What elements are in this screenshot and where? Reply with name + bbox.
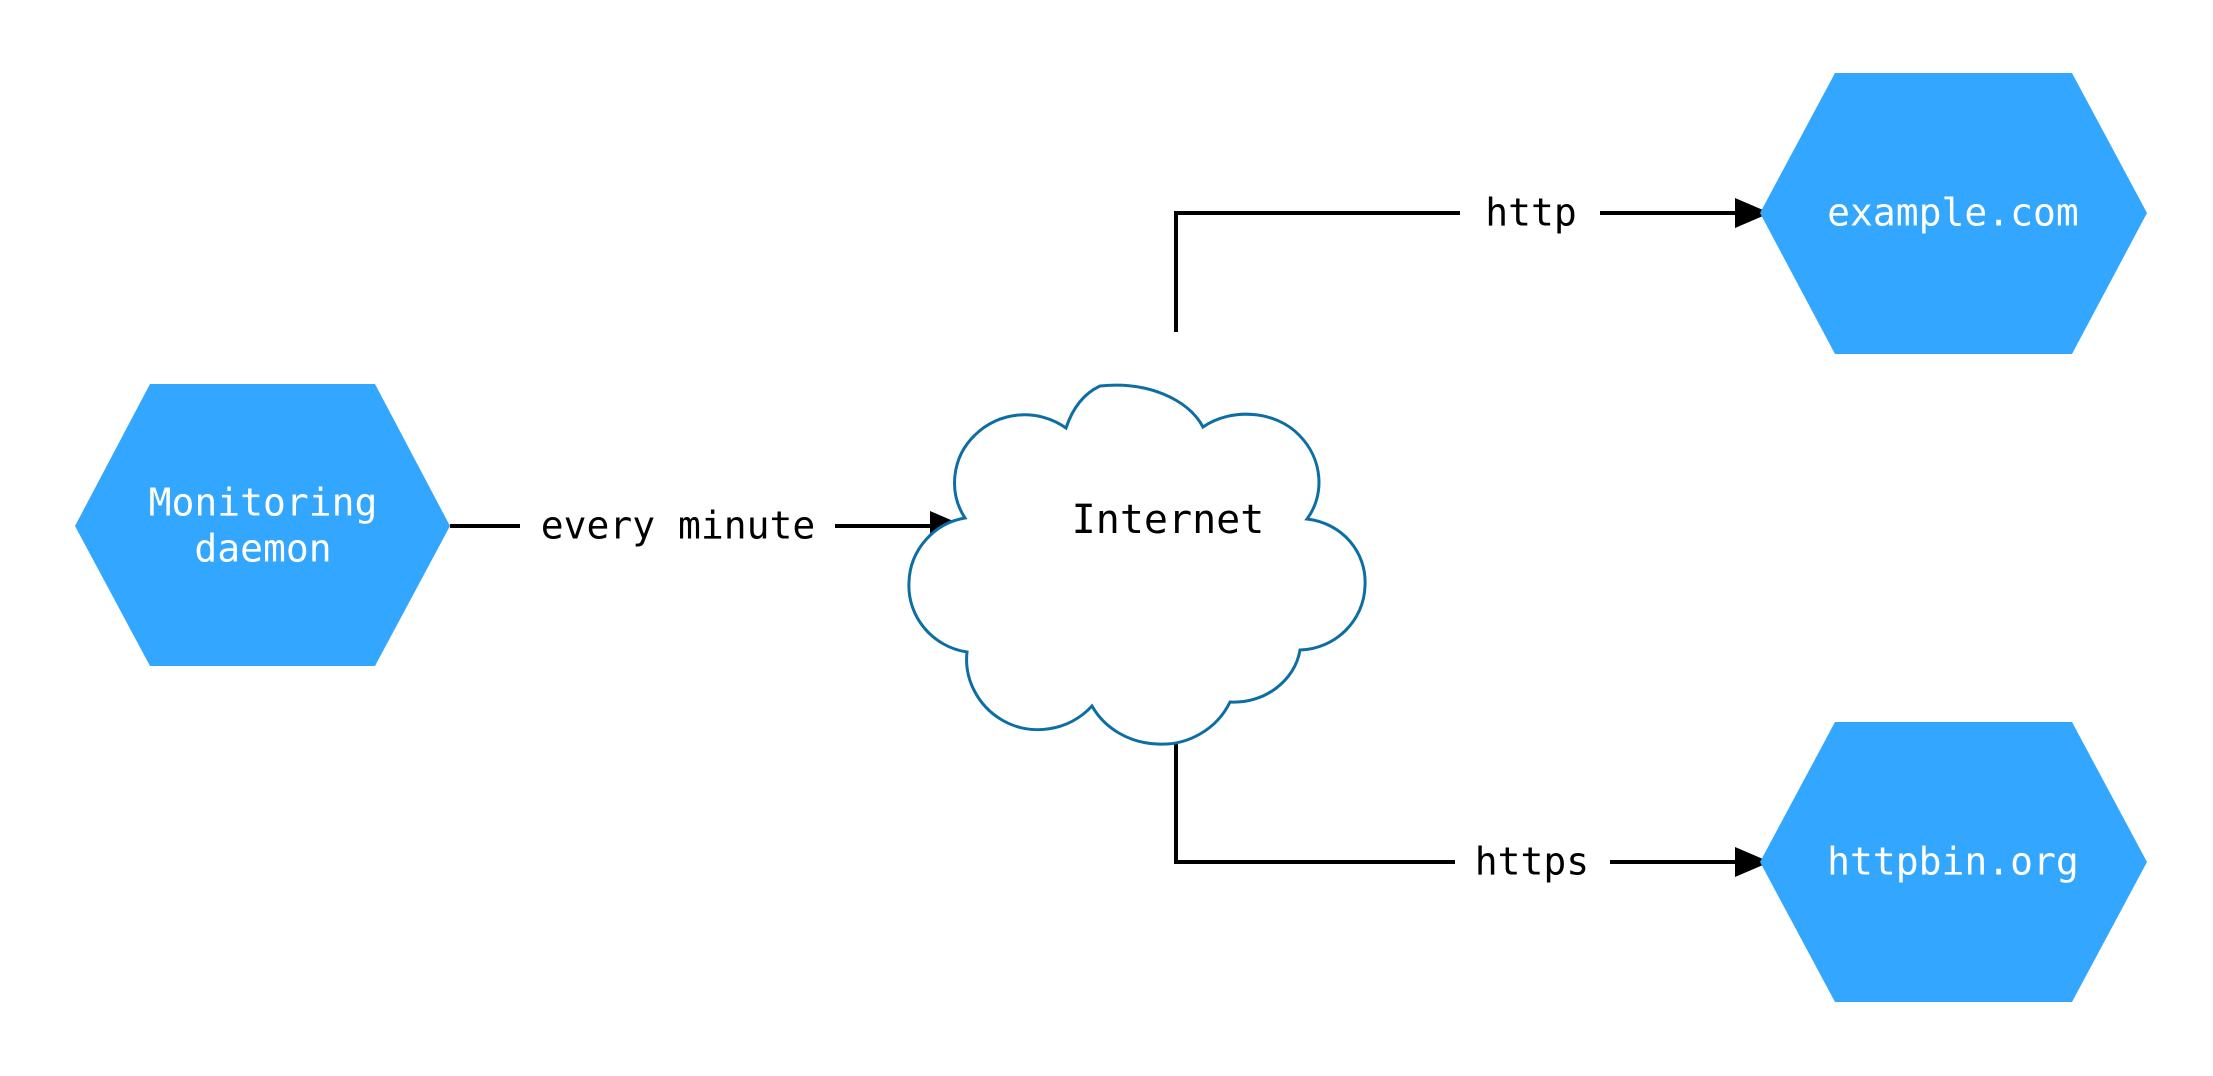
node-label-httpbin-org: httpbin.org xyxy=(1827,840,2079,884)
node-internet[interactable]: Internet xyxy=(907,383,1367,746)
node-label-internet: Internet xyxy=(1072,497,1265,543)
node-monitoring-daemon[interactable]: Monitoring daemon xyxy=(75,384,450,666)
edge-label-http: http xyxy=(1485,191,1577,235)
edge-label-every-minute: every minute xyxy=(541,504,816,548)
node-label-monitoring-daemon-line1: Monitoring xyxy=(149,481,378,525)
edge-label-https: https xyxy=(1475,840,1589,884)
node-example-com[interactable]: example.com xyxy=(1760,73,2147,354)
edge-line-elbow xyxy=(1174,712,1455,864)
node-httpbin-org[interactable]: httpbin.org xyxy=(1760,722,2147,1002)
cloud-shape xyxy=(907,383,1367,746)
hexagon-shape xyxy=(1760,73,2147,354)
hexagon-shape xyxy=(75,384,450,666)
edge-internet-to-httpbin[interactable]: https xyxy=(1174,712,1770,884)
edge-line-elbow xyxy=(1174,211,1460,332)
arrow-head-icon xyxy=(1735,847,1770,877)
arrow-head-icon xyxy=(1735,198,1770,228)
edge-daemon-to-internet[interactable]: every minute xyxy=(450,504,965,548)
node-label-monitoring-daemon-line2: daemon xyxy=(194,527,331,571)
node-label-example-com: example.com xyxy=(1827,191,2079,235)
hexagon-shape xyxy=(1760,722,2147,1002)
edge-internet-to-example[interactable]: http xyxy=(1174,191,1770,333)
